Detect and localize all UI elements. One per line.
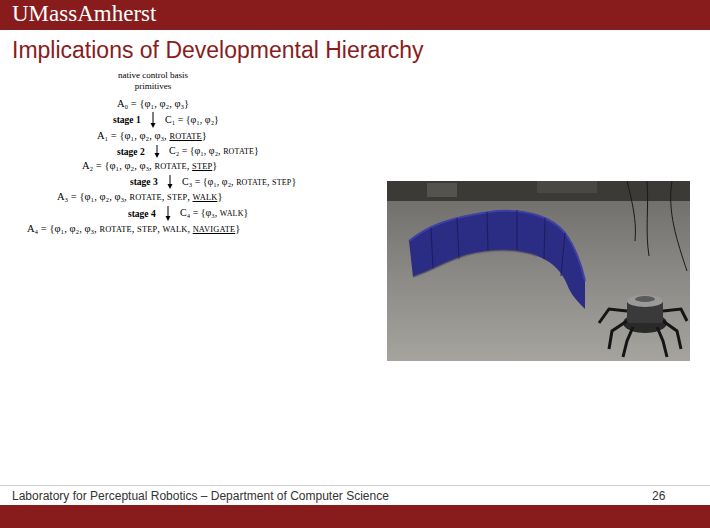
competence-set: C₃ = {φ₁, φ₂, ROTATE, STEP} [182,176,296,189]
stage-arrow [166,206,171,221]
robot-photo [387,181,690,361]
set-expression: A₂ = {φ₁, φ₂, φ₃, ROTATE, STEP} [81,159,218,173]
footer-text: Laboratory for Perceptual Robotics – Dep… [12,489,389,503]
competence-set: C₂ = {φ₁, φ₂, ROTATE} [169,145,259,158]
stage-arrow [168,175,173,189]
stage-label: stage 1 [113,114,141,126]
footer-rule [0,485,710,486]
set-text: A₂ = {φ₁, φ₂, φ₃, ROTATE, STEP} [82,160,217,171]
set-text: A₄ = {φ₁, φ₂, φ₃, ROTATE, STEP, WALK, NA… [27,223,240,234]
stage-label: stage 2 [117,146,145,158]
set-expression: A₁ = {φ₁, φ₂, φ₃, ROTATE} [96,129,208,143]
set-expression: A₀ = {φ₁, φ₂, φ₃} [116,97,190,110]
stage-label: stage 4 [128,208,156,220]
footer-band [0,505,710,528]
stage-arrow [155,145,160,158]
stage-arrow [151,112,156,128]
university-logo: UMassAmherst [12,1,156,27]
set-text: A₃ = {φ₁, φ₂, φ₃, ROTATE, STEP, WALK} [57,191,222,202]
set-text: A₀ = {φ₁, φ₂, φ₃} [117,98,189,109]
competence-set: C₁ = {φ₁, φ₂} [165,114,219,126]
slide-title: Implications of Developmental Hierarchy [12,37,424,64]
competence-set: C₄ = {φ₃, WALK} [180,207,248,220]
slide-number: 26 [652,489,665,503]
set-expression: A₃ = {φ₁, φ₂, φ₃, ROTATE, STEP, WALK} [56,190,223,204]
primitives-caption: native control basis primitives [113,70,193,92]
stage-label: stage 3 [130,176,158,188]
set-expression: A₄ = {φ₁, φ₂, φ₃, ROTATE, STEP, WALK, NA… [26,222,241,236]
set-text: A₁ = {φ₁, φ₂, φ₃, ROTATE} [97,130,207,141]
